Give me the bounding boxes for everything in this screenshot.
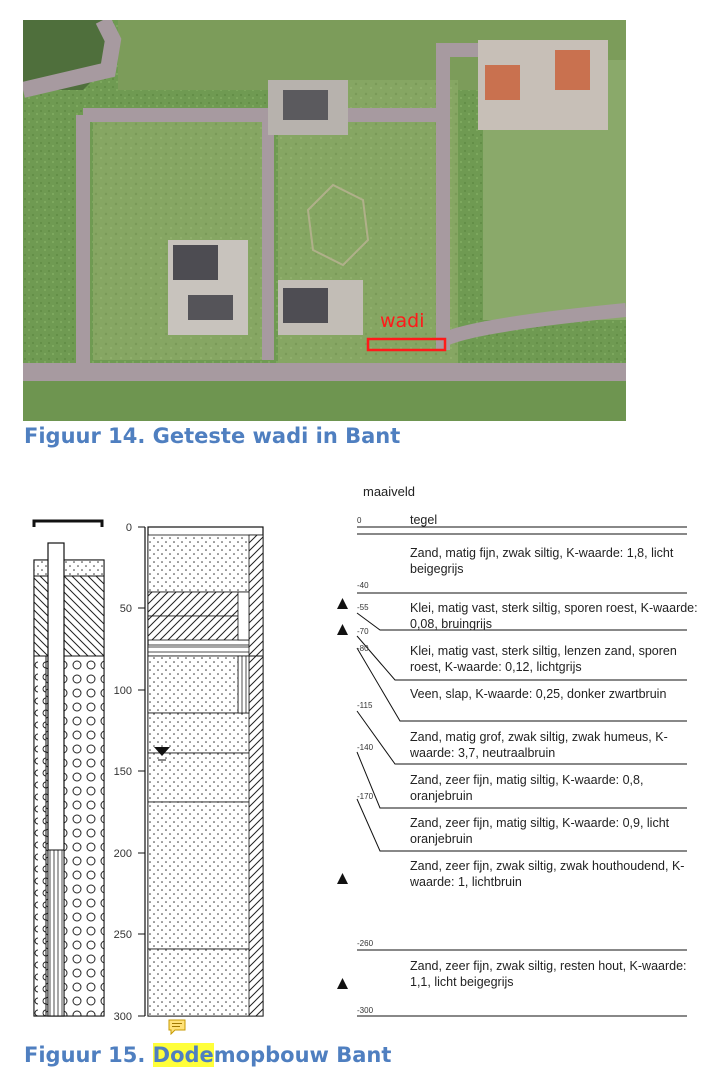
tick-200: 200 [114, 848, 132, 860]
tick-250: 250 [114, 929, 132, 941]
figure-14-caption: Figuur 14. Geteste wadi in Bant [24, 424, 401, 448]
well-column [32, 519, 105, 1017]
depth-label-170: -170 [357, 792, 374, 801]
caption-highlight[interactable]: Dode [152, 1043, 214, 1067]
layer-description: Klei, matig vast, sterk siltig, lenzen z… [410, 644, 677, 674]
wadi-box [366, 337, 447, 352]
marker-triangle [337, 598, 348, 609]
marker-triangle [337, 624, 348, 635]
marker-triangle [337, 873, 348, 884]
layer-description: Zand, zeer fijn, zwak siltig, zwak houth… [410, 859, 685, 889]
depth-label-40: -40 [357, 581, 369, 590]
boring-log [147, 526, 264, 1017]
aerial-photo: wadi [23, 20, 626, 421]
caption-prefix: Figuur 15. [24, 1043, 153, 1067]
caption-rest: mopbouw Bant [213, 1043, 392, 1067]
aerial-photo-graphic: wadi [23, 20, 626, 421]
tick-150: 150 [114, 766, 132, 778]
wadi-label: wadi [380, 310, 425, 332]
layer-description: Zand, zeer fijn, zwak siltig, resten hou… [410, 959, 687, 989]
comment-icon[interactable] [168, 1019, 186, 1035]
depth-label-140: -140 [357, 743, 374, 752]
tick-50: 50 [120, 603, 132, 615]
layer-description: Zand, matig grof, zwak siltig, zwak hume… [410, 730, 668, 760]
layer-description: Zand, matig fijn, zwak siltig, K-waarde:… [410, 546, 674, 576]
depth-label-115: -115 [357, 701, 373, 710]
tick-100: 100 [114, 685, 132, 697]
tick-0: 0 [126, 522, 132, 534]
layer-description: Zand, zeer fijn, matig siltig, K-waarde:… [410, 773, 644, 803]
depth-label-70: -70 [357, 627, 369, 636]
layer-description: Veen, slap, K-waarde: 0,25, donker zwart… [410, 687, 667, 701]
marker-triangle [337, 978, 348, 989]
layer-description: Klei, matig vast, sterk siltig, sporen r… [410, 601, 698, 631]
depth-label-0: 0 [357, 516, 362, 525]
depth-label-260: -260 [357, 939, 374, 948]
depth-label-80: -80 [357, 644, 369, 653]
tick-300: 300 [114, 1011, 132, 1023]
surface-label: maaiveld [363, 484, 416, 499]
layer-boundaries [356, 526, 687, 1017]
depth-axis [138, 526, 146, 1017]
figure-15-caption: Figuur 15. Dodemopbouw Bant [24, 1043, 391, 1067]
depth-label-55: -55 [357, 603, 369, 612]
layer-description: Zand, zeer fijn, matig siltig, K-waarde:… [410, 816, 670, 846]
depth-label-300: -300 [357, 1006, 374, 1015]
layer-description: tegel [410, 513, 438, 527]
